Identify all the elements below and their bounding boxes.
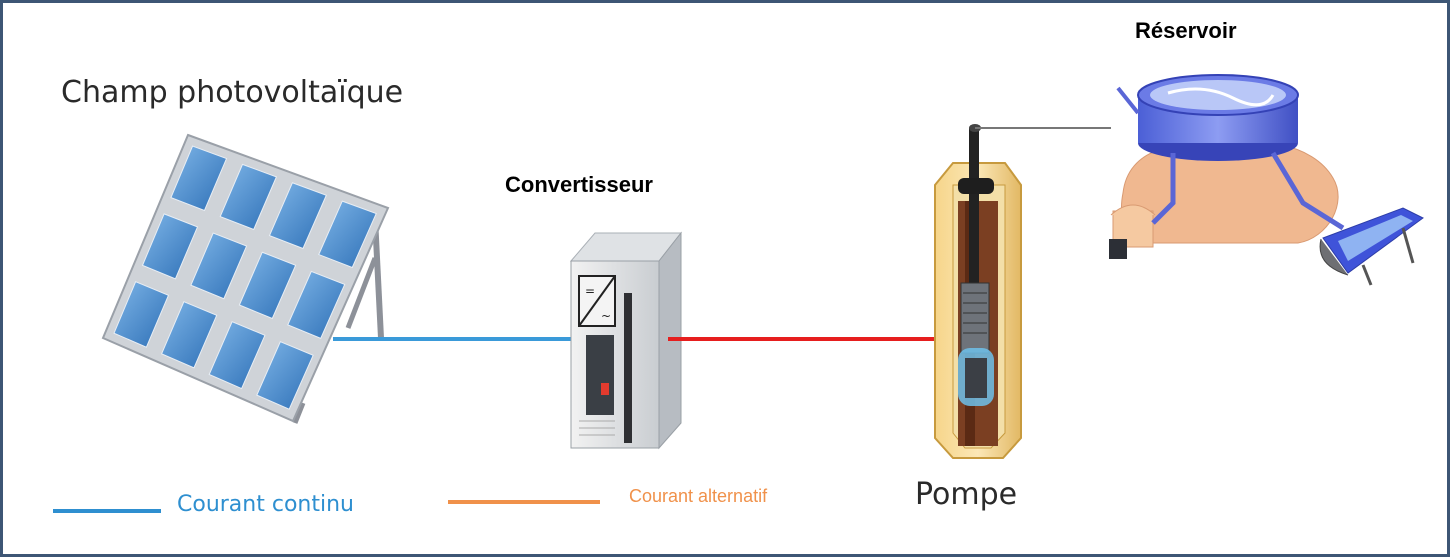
borehole-pump-icon [934, 124, 1111, 459]
solar-cell [113, 281, 170, 348]
solar-cell [238, 251, 297, 320]
svg-text:=: = [585, 284, 595, 298]
legend-dc-label: Courant continu [177, 492, 354, 517]
diagram-canvas: = ~ [53, 74, 1424, 513]
pump-label: Pompe [915, 477, 1018, 512]
solar-cell [170, 145, 228, 212]
converter-cabinet-icon: = ~ [569, 231, 683, 450]
svg-text:~: ~ [601, 309, 611, 323]
reservoir-label: Réservoir [1135, 18, 1237, 43]
legend-ac-label: Courant alternatif [629, 486, 768, 506]
reservoir-icon [1109, 74, 1424, 286]
solar-cell [318, 200, 377, 269]
solar-panel-icon [101, 133, 390, 424]
solar-cells [113, 145, 377, 410]
solar-cell [287, 270, 346, 339]
solar-cell [141, 213, 199, 280]
solar-field-label: Champ photovoltaïque [61, 75, 404, 110]
converter-label: Convertisseur [505, 172, 653, 197]
solar-cell [190, 232, 248, 300]
solar-cell [219, 163, 278, 231]
solar-cell [208, 321, 266, 390]
solar-cell [268, 182, 327, 250]
solar-cell [256, 341, 314, 410]
solar-cell [160, 301, 218, 369]
